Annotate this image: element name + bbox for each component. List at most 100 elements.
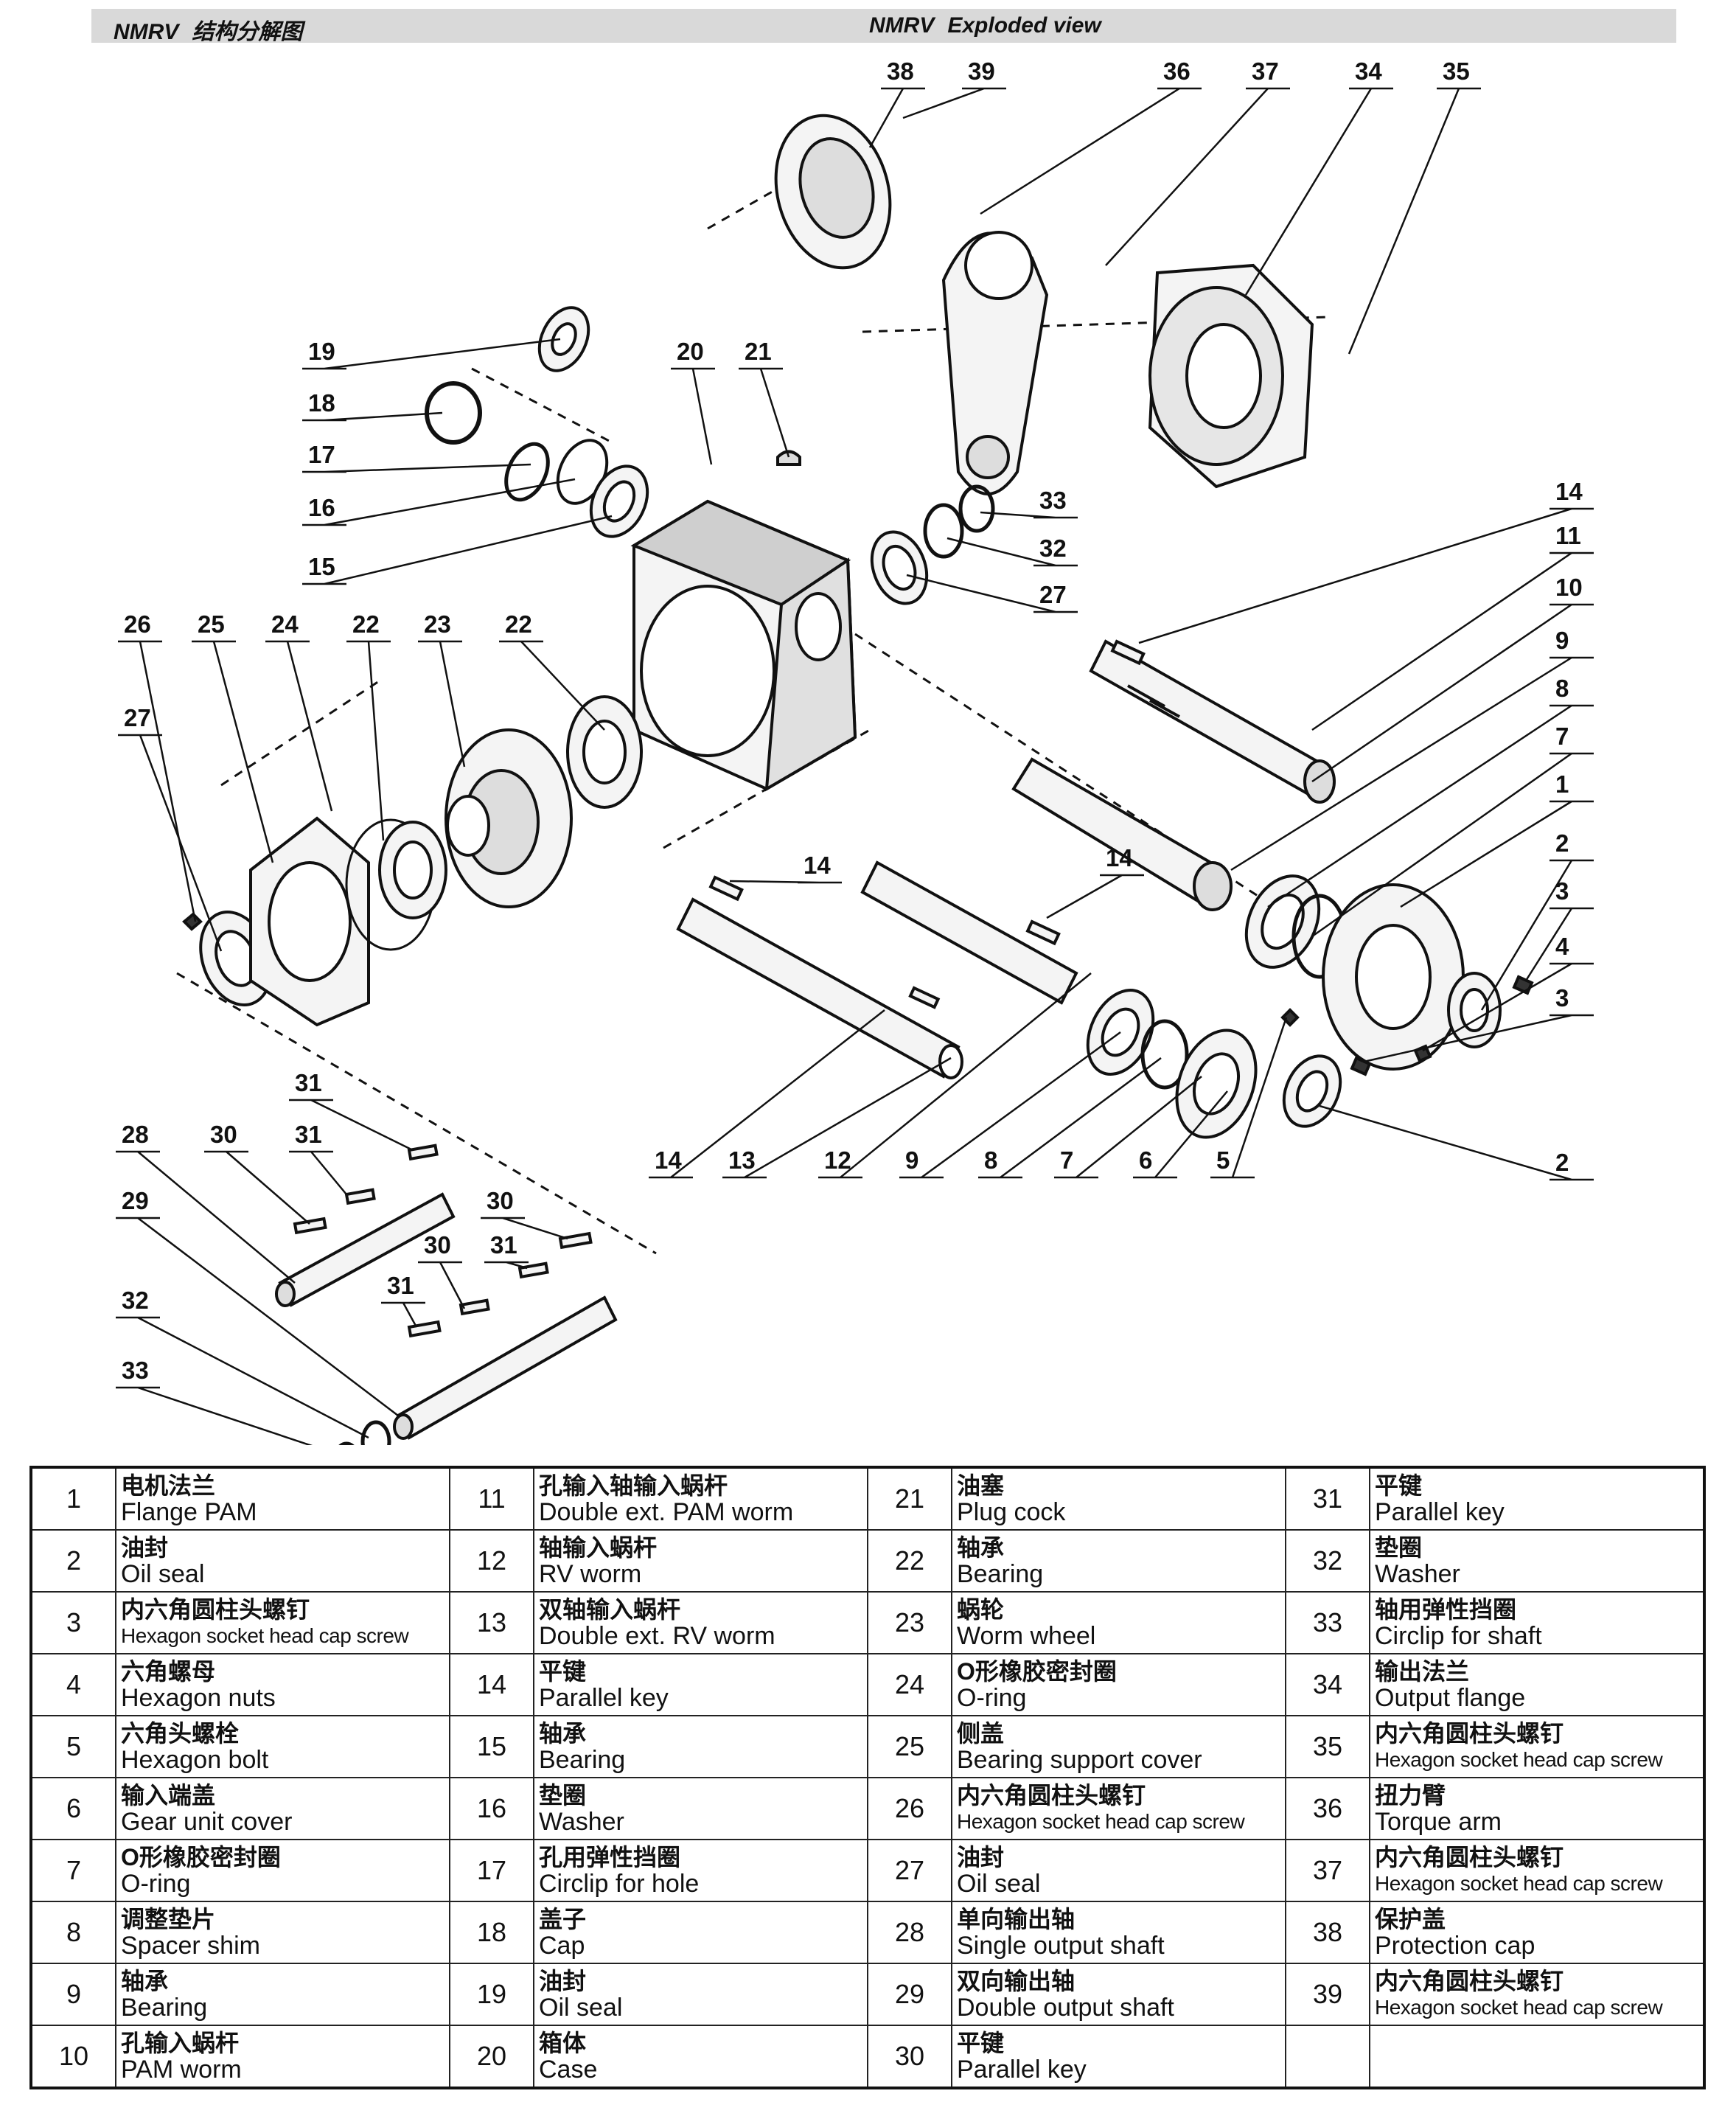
leader-line-30 xyxy=(204,1150,310,1225)
worm-wheel-group xyxy=(182,695,643,1027)
part-number: 14 xyxy=(449,1653,534,1716)
leader-line-9 xyxy=(1230,656,1594,871)
leader-line-16 xyxy=(302,478,576,526)
part-name-en: Flange PAM xyxy=(121,1498,257,1527)
part-number: 16 xyxy=(449,1776,534,1840)
part-name-cn: 垫圈 xyxy=(1375,1534,1423,1562)
leader-line-2 xyxy=(1319,1104,1594,1181)
callout-32: 32 xyxy=(122,1287,149,1314)
part-number: 10 xyxy=(30,2024,116,2089)
part-name-cn: 平键 xyxy=(1375,1472,1423,1500)
part-name-cn: 内六角圆柱头螺钉 xyxy=(957,1781,1146,1809)
part-name-en: Worm wheel xyxy=(957,1622,1096,1651)
protection-cap xyxy=(774,114,892,270)
part-number: 27 xyxy=(867,1838,952,1902)
output-shafts xyxy=(275,1144,618,1445)
leader-line-1 xyxy=(1400,800,1594,908)
part-name-en: Hexagon socket head cap screw xyxy=(1375,1995,1663,2019)
part-name-en: Single output shaft xyxy=(957,1931,1165,1960)
part-name-cn: 侧盖 xyxy=(957,1719,1005,1747)
part-number: 35 xyxy=(1285,1715,1370,1778)
part-name-en: Parallel key xyxy=(1375,1498,1505,1527)
part-name-en: Hexagon socket head cap screw xyxy=(1375,1871,1663,1895)
part-number: 3 xyxy=(30,1591,116,1655)
part-name-cn: 保护盖 xyxy=(1375,1905,1446,1932)
part-name-en: Parallel key xyxy=(957,2055,1087,2084)
part-name-cn: 孔输入蜗杆 xyxy=(121,2029,240,2056)
leader-line-36 xyxy=(980,87,1202,215)
part-name-cn: 孔输入轴输入蜗杆 xyxy=(539,1472,728,1500)
part-name-en: Case xyxy=(539,2055,598,2084)
leader-line-37 xyxy=(1105,87,1290,266)
leader-line-24 xyxy=(265,640,333,812)
leader-line-27 xyxy=(906,574,1078,613)
leader-line-39 xyxy=(902,87,1006,119)
callout-31: 31 xyxy=(490,1231,517,1259)
part-number: 26 xyxy=(867,1776,952,1840)
part-number: 24 xyxy=(867,1653,952,1716)
part-name-en: Torque arm xyxy=(1375,1807,1502,1836)
part-name-en: O-ring xyxy=(121,1869,191,1898)
leader-line-13 xyxy=(722,1057,952,1179)
part-name-cn: 平键 xyxy=(539,1658,587,1685)
leader-line-3 xyxy=(1363,1014,1594,1063)
part-number: 30 xyxy=(867,2024,952,2089)
leader-line-27 xyxy=(118,734,223,952)
part-name-en: Spacer shim xyxy=(121,1931,260,1960)
part-number: 32 xyxy=(1285,1529,1370,1593)
callout-11: 11 xyxy=(1555,522,1581,549)
upper-seals xyxy=(425,306,801,538)
part-name-en: Double ext. PAM worm xyxy=(539,1498,794,1527)
part-name-en: Oil seal xyxy=(539,1993,623,2022)
part-name-en: Bearing support cover xyxy=(957,1745,1202,1774)
leader-line-28 xyxy=(116,1150,296,1284)
part-number: 39 xyxy=(1285,1962,1370,2026)
leader-line-31 xyxy=(289,1150,347,1195)
part-name-en: Bearing xyxy=(957,1560,1044,1589)
callout-3: 3 xyxy=(1555,984,1569,1012)
callout-27: 27 xyxy=(1039,581,1067,608)
model-name-en: NMRV xyxy=(869,13,935,38)
callout-24: 24 xyxy=(271,610,299,638)
callout-35: 35 xyxy=(1443,58,1470,85)
part-name-cn: 内六角圆柱头螺钉 xyxy=(1375,1719,1564,1747)
part-number: 25 xyxy=(867,1715,952,1778)
leader-line-21 xyxy=(739,367,790,458)
part-name-en: Hexagon socket head cap screw xyxy=(1375,1747,1663,1771)
part-description xyxy=(1369,2024,1705,2089)
part-name-en: Bearing xyxy=(121,1993,208,2022)
part-name-cn: 输出法兰 xyxy=(1375,1658,1470,1685)
part-name-cn: 箱体 xyxy=(539,2029,587,2056)
leader-line-23 xyxy=(418,640,466,768)
part-name-en: Parallel key xyxy=(539,1684,669,1713)
leader-line-8 xyxy=(1267,704,1594,908)
part-name-cn: 扭力臂 xyxy=(1375,1781,1446,1809)
leader-line-33 xyxy=(980,511,1078,519)
leader-line-20 xyxy=(671,367,715,465)
part-number: 21 xyxy=(867,1466,952,1531)
callout-14: 14 xyxy=(655,1146,682,1174)
input-flange-group xyxy=(1244,874,1534,1128)
callout-5: 5 xyxy=(1216,1146,1230,1174)
leader-line-31 xyxy=(289,1099,414,1152)
part-name-cn: 盖子 xyxy=(539,1905,587,1932)
leader-line-31 xyxy=(381,1301,425,1328)
output-flange xyxy=(1148,263,1314,489)
